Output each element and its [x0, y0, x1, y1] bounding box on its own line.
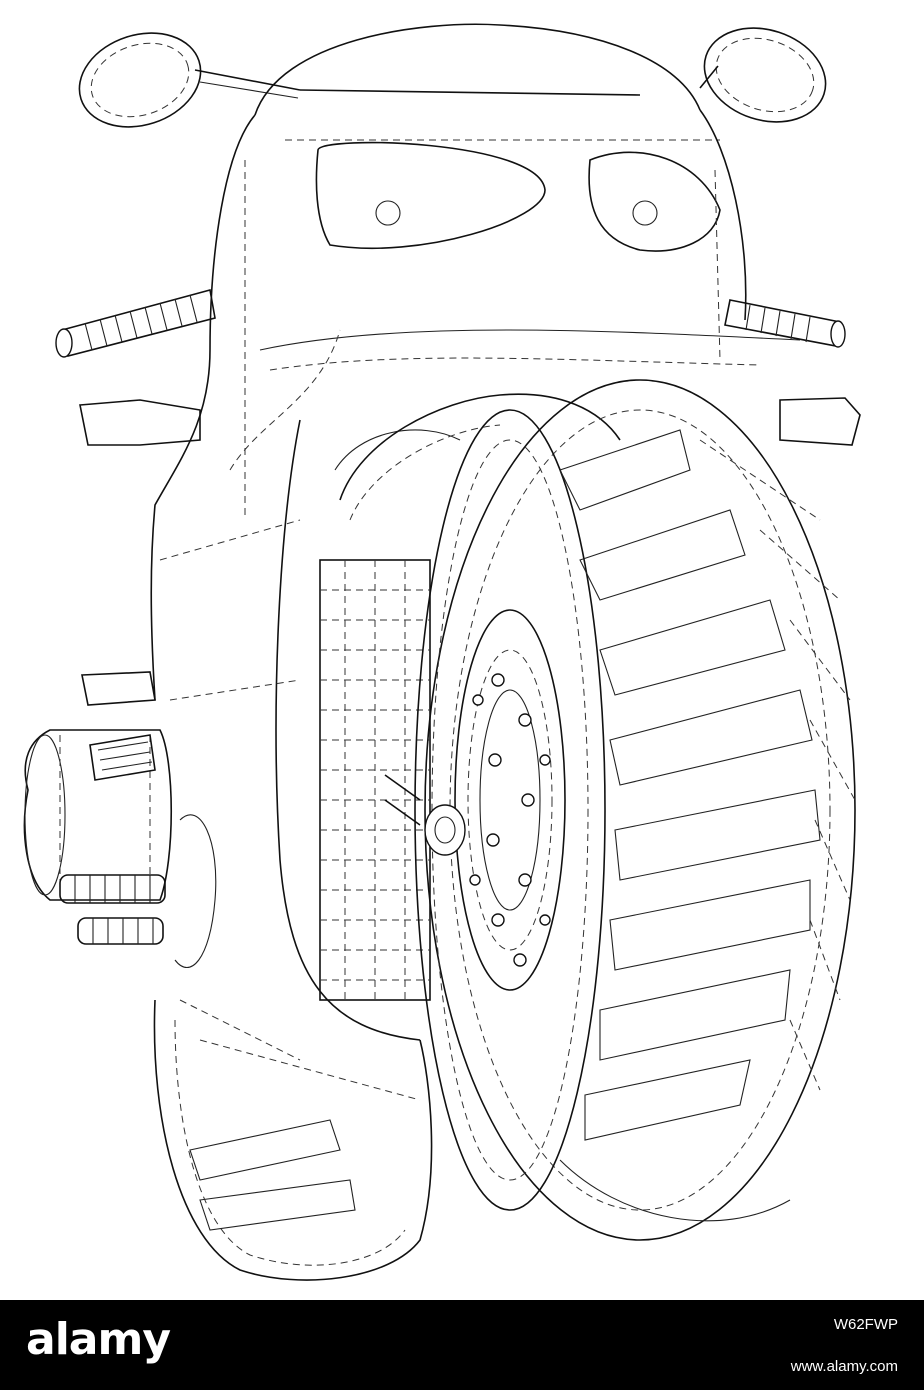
exhaust-pipe — [23, 729, 173, 901]
right-headlight — [588, 151, 721, 252]
front-tire — [414, 379, 856, 1241]
left-mirror — [78, 32, 202, 128]
left-turn-signal — [79, 399, 201, 446]
watermark-footer: alamy W62FWP www.alamy.com — [0, 1300, 924, 1390]
right-mirror — [703, 27, 827, 123]
windscreen — [254, 23, 701, 116]
front-axle — [424, 804, 466, 856]
footpeg-lower — [77, 917, 164, 945]
right-turn-signal — [779, 397, 861, 446]
body-right-edge — [699, 109, 747, 321]
rear-tire — [153, 999, 433, 1281]
left-headlight — [315, 141, 546, 249]
body-left-edge — [150, 114, 256, 701]
front-fender — [339, 393, 621, 501]
brake-disc — [454, 609, 566, 991]
site-url-label: www.alamy.com — [790, 1358, 898, 1375]
image-id-label: W62FWP — [833, 1316, 898, 1333]
motorcycle-wireframe-drawing — [23, 23, 861, 1281]
wireframe-svg — [23, 23, 861, 1281]
left-handlebar-grip — [55, 288, 216, 358]
right-handlebar-grip — [724, 299, 846, 348]
footpeg-mount — [81, 671, 156, 706]
footpeg-upper — [59, 874, 166, 904]
brand-logo: alamy — [26, 1314, 171, 1365]
radiator — [319, 559, 431, 1001]
brake-pedal — [89, 734, 156, 781]
